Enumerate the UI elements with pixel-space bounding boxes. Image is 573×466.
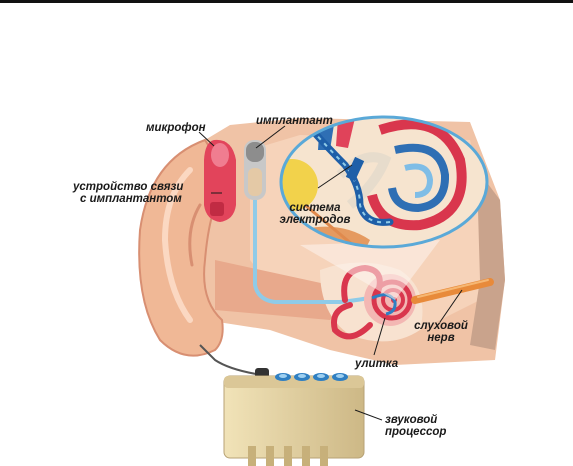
label-nerve-line1: слуховой	[414, 320, 468, 332]
processor-buttons	[275, 373, 348, 381]
label-microphone: микрофон	[146, 122, 206, 134]
auditory-nerve-highlight	[417, 279, 489, 298]
leader-electrodes	[317, 164, 353, 189]
ear-fold-inner	[188, 203, 202, 267]
microphone-head	[211, 143, 229, 167]
processor-cable	[199, 344, 263, 376]
leader-cochlea	[373, 317, 386, 356]
label-nerve-line2: нерв	[427, 332, 455, 344]
leader-nerve	[439, 289, 463, 323]
implant-receiver-cap	[246, 142, 264, 162]
label-electrodes-line2: электродов	[279, 214, 351, 226]
leader-processor	[354, 409, 383, 421]
magnified-inset	[279, 115, 489, 300]
label-transmitter-line1: устройство связи	[73, 181, 184, 193]
top-rule	[0, 0, 573, 3]
label-transmitter-line2: с имплантантом	[80, 193, 182, 205]
label-implant: имплантант	[256, 115, 333, 127]
leader-implant	[255, 125, 286, 149]
skull-wall	[445, 140, 505, 350]
ear-canal	[215, 260, 350, 320]
label-processor-line1: звуковой	[385, 414, 438, 426]
label-cochlea: улитка	[355, 358, 399, 370]
implant-receiver-body	[248, 168, 262, 196]
label-electrodes-line1: система	[289, 202, 341, 214]
transmitter-magnet	[210, 202, 224, 216]
auditory-nerve	[411, 278, 494, 304]
sound-processor	[223, 375, 365, 466]
ear-fold	[161, 167, 193, 323]
electrode-array-small	[371, 293, 397, 316]
label-processor-line2: процессор	[385, 426, 447, 438]
leader-microphone	[198, 131, 215, 147]
